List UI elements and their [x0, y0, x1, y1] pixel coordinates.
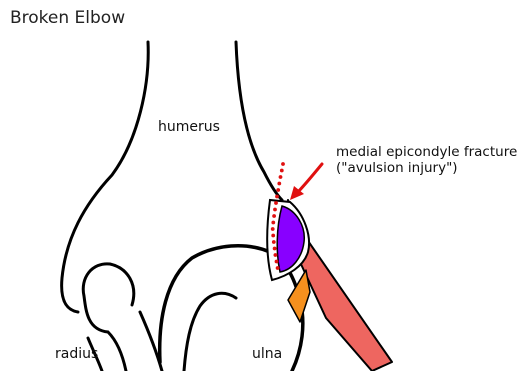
ulna-inner [184, 293, 236, 371]
fracture-annotation-line1: medial epicondyle fracture [336, 144, 517, 160]
fracture-dot [276, 188, 280, 192]
fracture-dot [274, 253, 278, 257]
fracture-dot [272, 214, 276, 218]
fracture-annotation: medial epicondyle fracture ("avulsion in… [336, 144, 517, 176]
fracture-dot [275, 260, 279, 264]
fracture-dot [274, 201, 278, 205]
fracture-dot [279, 175, 283, 179]
fracture-dot [281, 162, 285, 166]
label-radius: radius [55, 346, 98, 363]
humerus-outline [62, 42, 149, 312]
label-humerus: humerus [158, 119, 220, 136]
fracture-dot [277, 182, 281, 186]
fracture-dot [273, 247, 277, 251]
fracture-dot [273, 208, 277, 212]
fracture-dot [280, 169, 284, 173]
fracture-annotation-line2: ("avulsion injury") [336, 160, 517, 176]
fracture-dot [272, 240, 276, 244]
fracture-dot [275, 195, 279, 199]
fracture-dot [271, 234, 275, 238]
fracture-dot [271, 227, 275, 231]
label-ulna: ulna [252, 346, 282, 363]
fracture-dot [276, 266, 280, 270]
humerus-outline-medial [236, 42, 282, 200]
arrow-icon [290, 164, 322, 200]
fracture-dot [271, 221, 275, 225]
diagram-title: Broken Elbow [10, 8, 125, 28]
